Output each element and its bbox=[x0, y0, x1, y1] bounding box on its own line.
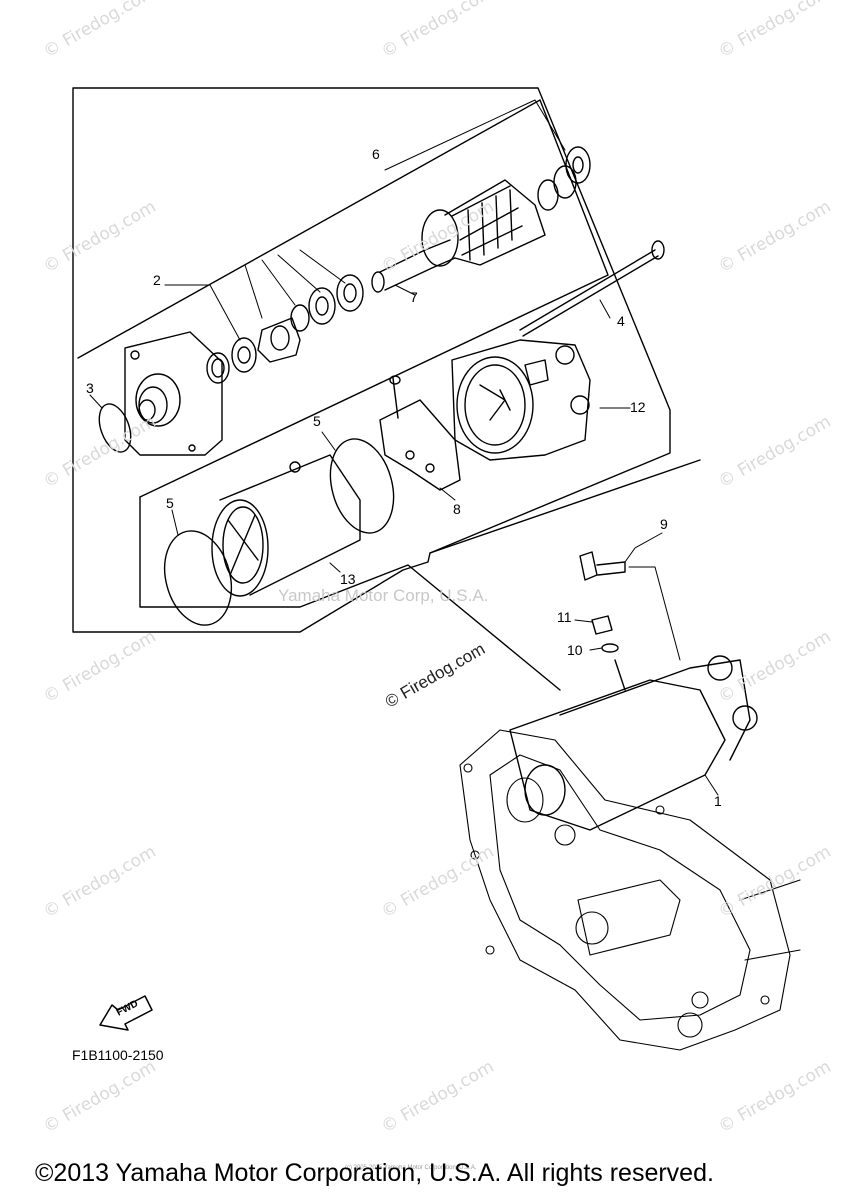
part-8-brush-holder bbox=[379, 375, 461, 491]
part-2-front-cover bbox=[124, 331, 223, 456]
footer-copyright: ©2013 Yamaha Motor Corporation, U.S.A. A… bbox=[35, 1159, 714, 1187]
callout-6: 6 bbox=[372, 146, 380, 162]
footer-small-copyright: (c) 2005-2015 Yamaha Motor Corporation, … bbox=[345, 1165, 477, 1171]
part-5-oring-a bbox=[329, 438, 395, 534]
part-10-washer bbox=[601, 643, 619, 653]
part-3-oring bbox=[98, 403, 132, 453]
callout-3: 3 bbox=[86, 380, 94, 396]
callout-2: 2 bbox=[153, 272, 161, 288]
watermark-yamaha: Yamaha Motor Corp, U.S.A. bbox=[278, 586, 489, 605]
diagram-code: F1B1100-2150 bbox=[72, 1047, 164, 1063]
part-13-yoke bbox=[211, 454, 361, 597]
callout-12: 12 bbox=[630, 399, 646, 415]
callout-7: 7 bbox=[410, 289, 418, 305]
callout-10: 10 bbox=[567, 642, 583, 658]
part-2-bearing bbox=[206, 337, 257, 384]
callout-11: 11 bbox=[557, 609, 572, 625]
part-11-nut bbox=[591, 615, 613, 635]
part-4-through-bolt bbox=[519, 240, 665, 337]
callout-13: 13 bbox=[340, 571, 356, 587]
brush-plate-small bbox=[257, 317, 301, 363]
callout-5a: 5 bbox=[313, 413, 321, 429]
leader-lines bbox=[89, 99, 719, 796]
exploded-view-frame bbox=[72, 87, 671, 633]
engine-case bbox=[459, 729, 801, 1051]
upper-group-box bbox=[77, 99, 609, 498]
part-5-oring-b bbox=[163, 530, 233, 626]
part-9-bolt bbox=[579, 551, 626, 581]
callout-1: 1 bbox=[714, 793, 722, 809]
callout-4: 4 bbox=[617, 313, 625, 329]
part-12-rear-cover bbox=[451, 339, 591, 461]
assembled-starter-motor bbox=[509, 655, 758, 831]
part-6-armature bbox=[371, 146, 591, 293]
washer-stack bbox=[290, 274, 364, 332]
fwd-arrow-icon bbox=[99, 995, 153, 1031]
callout-9: 9 bbox=[660, 516, 668, 532]
callout-5b: 5 bbox=[166, 495, 174, 511]
lower-group-box bbox=[139, 496, 561, 691]
callout-8: 8 bbox=[453, 501, 461, 517]
